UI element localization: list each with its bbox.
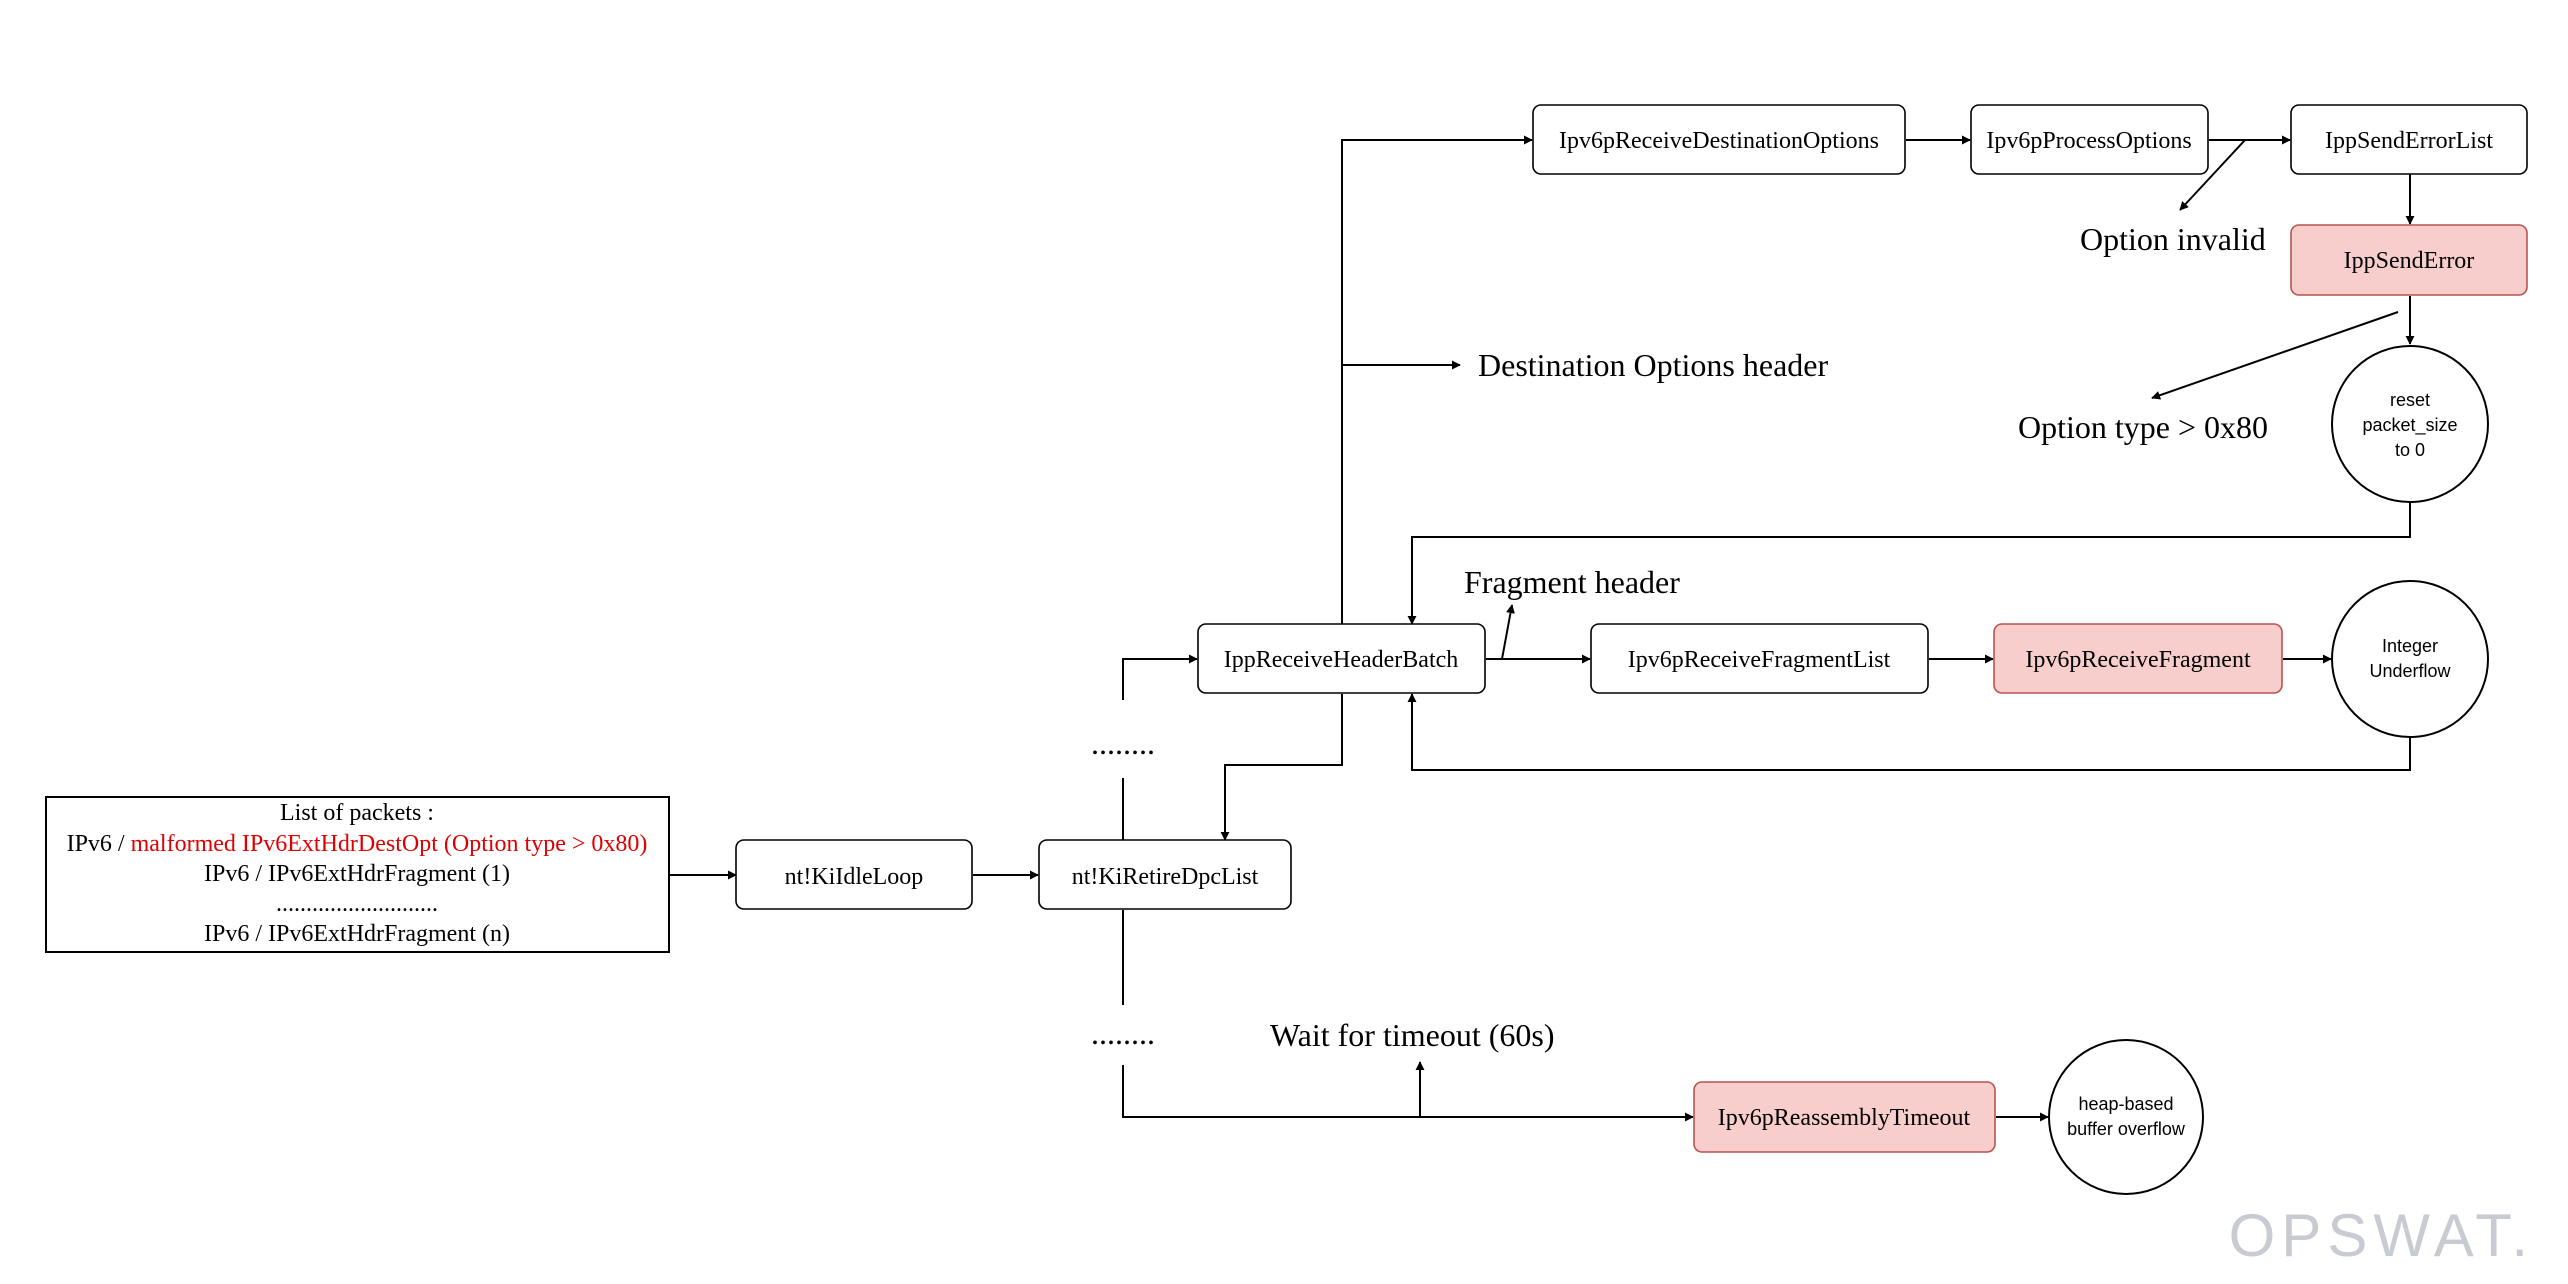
dots-lower: ........: [1091, 1015, 1155, 1051]
label-destination-options-header: Destination Options header: [1478, 347, 1828, 383]
label-option-type: Option type > 0x80: [2018, 409, 2268, 445]
label-option-invalid: Option invalid: [2080, 221, 2266, 257]
underflow-line-2: Underflow: [2369, 661, 2451, 681]
node-ipp-send-error-list-label: IppSendErrorList: [2325, 128, 2493, 154]
edge-underflow-to-header-batch: [1407, 693, 2411, 771]
edge-option-type: [2151, 311, 2399, 400]
node-ipp-send-error: IppSendError: [2290, 224, 2528, 296]
edge-to-reassembly-timeout: [1122, 1065, 1694, 1122]
node-reset-packet-size: reset packet_size to 0: [2331, 345, 2489, 503]
dots-upper: ........: [1091, 725, 1155, 761]
underflow-line-1: Integer: [2382, 636, 2438, 656]
reset-line-2: packet_size: [2362, 415, 2457, 436]
edge-header-batch-to-retire: [1220, 694, 1343, 841]
edge-fragment-header-arrow: [1501, 604, 1515, 660]
node-ipp-receive-header-batch: IppReceiveHeaderBatch: [1197, 623, 1486, 694]
edge-reset-to-header-batch: [1407, 503, 2411, 625]
node-ipp-send-error-label: IppSendError: [2344, 248, 2475, 274]
packet-line-dots: ...........................: [276, 891, 438, 917]
node-ipp-receive-header-batch-label: IppReceiveHeaderBatch: [1224, 647, 1459, 673]
node-ipv6p-reassembly-timeout-label: Ipv6pReassemblyTimeout: [1718, 1105, 1971, 1131]
node-ipv6p-receive-fragment: Ipv6pReceiveFragment: [1993, 623, 2283, 694]
edge-up-to-header-batch: [1122, 654, 1198, 700]
node-integer-underflow: Integer Underflow: [2331, 580, 2489, 738]
node-ki-idle-loop: nt!KiIdleLoop: [735, 839, 973, 910]
packet-list-box: List of packets : IPv6 / malformed IPv6E…: [45, 796, 670, 953]
label-fragment-header: Fragment header: [1464, 564, 1680, 600]
opswat-logo: OPSWAT.: [2229, 1202, 2534, 1269]
node-ipp-send-error-list: IppSendErrorList: [2290, 104, 2528, 175]
reset-line-1: reset: [2390, 390, 2430, 410]
packet-line-fragment-1: IPv6 / IPv6ExtHdrFragment (1): [204, 861, 510, 887]
node-ki-idle-loop-label: nt!KiIdleLoop: [785, 864, 924, 890]
packet-line-fragment-n: IPv6 / IPv6ExtHdrFragment (n): [204, 921, 510, 947]
edge-header-batch-to-dest-options: [1341, 135, 1533, 624]
node-ipv6p-process-options-label: Ipv6pProcessOptions: [1986, 128, 2191, 154]
node-ipv6p-receive-destination-options: Ipv6pReceiveDestinationOptions: [1532, 104, 1906, 175]
packet-list-title: List of packets :: [280, 800, 434, 826]
edges: [670, 135, 2415, 1122]
node-ipv6p-receive-fragment-list-label: Ipv6pReceiveFragmentList: [1628, 647, 1891, 673]
heap-line-1: heap-based: [2078, 1094, 2173, 1114]
node-ipv6p-receive-fragment-list: Ipv6pReceiveFragmentList: [1590, 623, 1929, 694]
heap-line-2: buffer overflow: [2067, 1119, 2186, 1139]
packet-line-malformed: IPv6 / malformed IPv6ExtHdrDestOpt (Opti…: [67, 831, 648, 857]
packet-line-prefix: IPv6 /: [67, 831, 131, 857]
node-ki-retire-dpc-list: nt!KiRetireDpcList: [1038, 839, 1292, 910]
node-ipv6p-process-options: Ipv6pProcessOptions: [1970, 104, 2209, 175]
reset-line-3: to 0: [2395, 440, 2425, 460]
node-ipv6p-receive-fragment-label: Ipv6pReceiveFragment: [2025, 647, 2251, 673]
node-ipv6p-reassembly-timeout: Ipv6pReassemblyTimeout: [1693, 1081, 1996, 1153]
edge-option-invalid: [2179, 139, 2248, 211]
packet-line-malformed-text: malformed IPv6ExtHdrDestOpt (Option type…: [131, 831, 648, 857]
node-heap-buffer-overflow: heap-based buffer overflow: [2048, 1039, 2204, 1195]
label-wait-timeout: Wait for timeout (60s): [1270, 1017, 1554, 1053]
node-ipv6p-receive-destination-options-label: Ipv6pReceiveDestinationOptions: [1559, 128, 1879, 154]
node-ki-retire-dpc-list-label: nt!KiRetireDpcList: [1072, 864, 1259, 890]
